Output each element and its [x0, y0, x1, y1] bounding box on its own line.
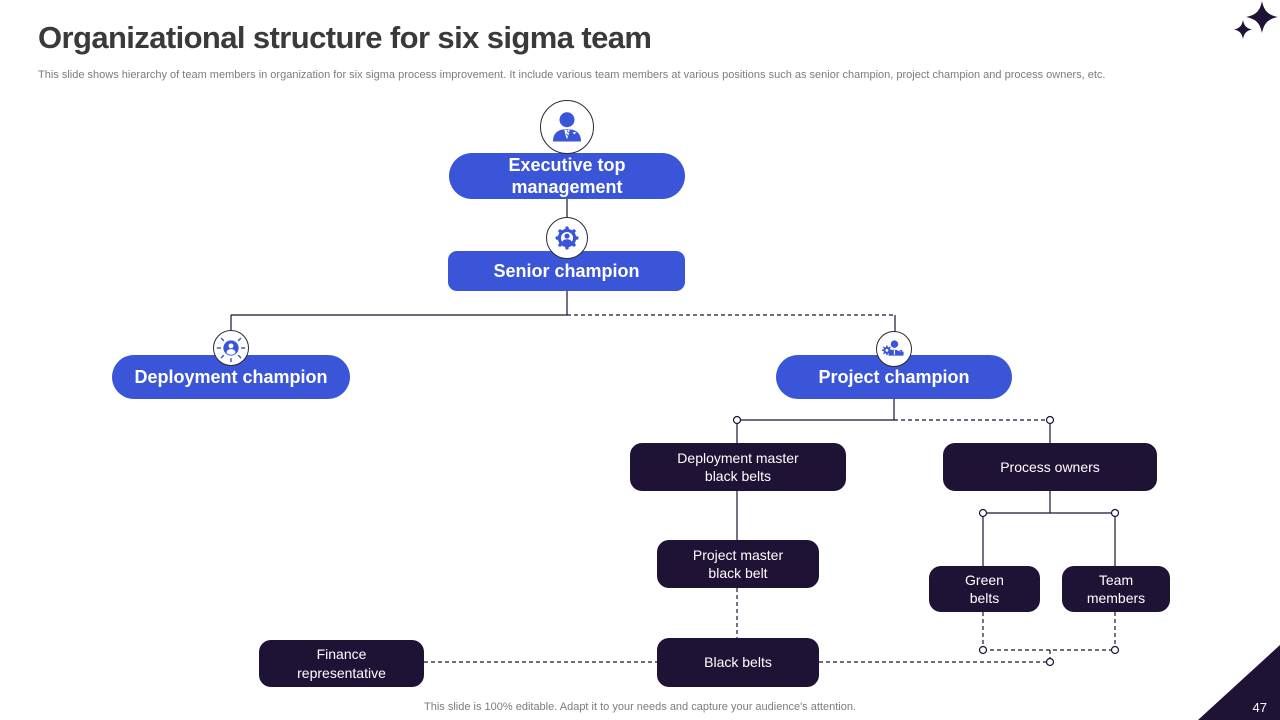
page-number: 47 [1252, 700, 1267, 715]
footer-note: This slide is 100% editable. Adapt it to… [424, 701, 856, 713]
connector-dots [732, 415, 1120, 667]
node-project-master-black-belt: Project master black belt [657, 540, 819, 588]
page-number-triangle [1198, 645, 1280, 720]
node-executive-top-management: Executive top management [449, 153, 685, 199]
node-deployment-master-black-belts: Deployment master black belts [630, 443, 846, 491]
businessman-icon [540, 100, 594, 154]
node-finance-representative: Finance representative [259, 640, 424, 687]
node-green-belts: Green belts [929, 566, 1040, 612]
page-subtitle: This slide shows hierarchy of team membe… [38, 69, 1106, 81]
node-deployment-champion: Deployment champion [112, 355, 350, 399]
node-black-belts: Black belts [657, 638, 819, 687]
page-title: Organizational structure for six sigma t… [38, 20, 652, 55]
user-spotlight-icon [213, 330, 249, 366]
sparkles-icon [1234, 1, 1278, 39]
node-process-owners: Process owners [943, 443, 1157, 491]
manager-gear-icon [876, 331, 912, 367]
node-team-members: Team members [1062, 566, 1170, 612]
gear-person-icon [546, 217, 588, 259]
